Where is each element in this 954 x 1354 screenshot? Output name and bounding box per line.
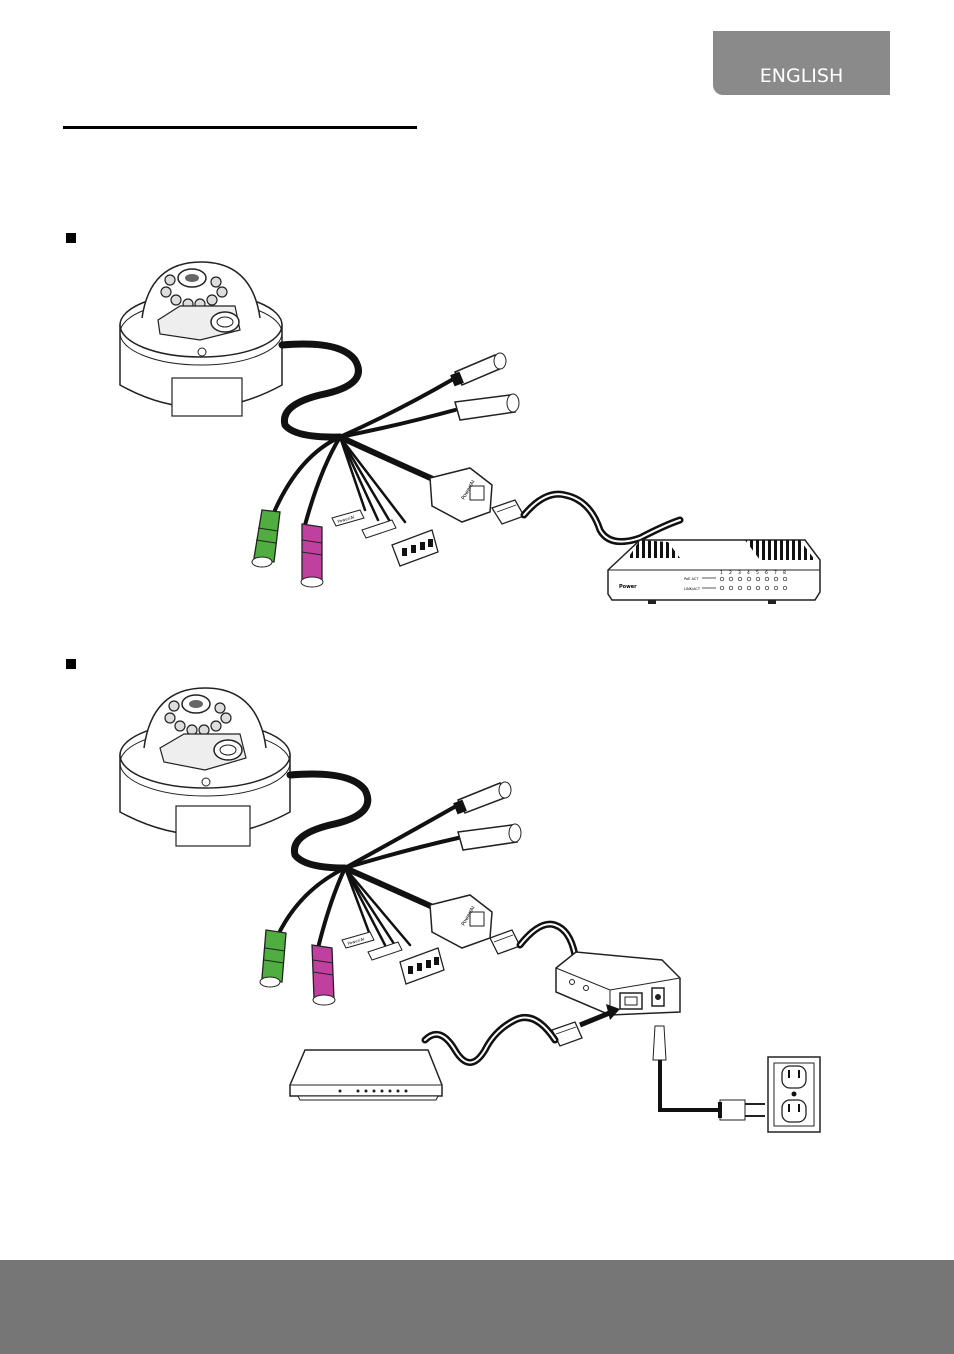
svg-text:8: 8 [783,570,786,576]
audio-in-connector-2 [259,929,287,988]
audio-in-connector-1 [251,509,281,568]
svg-text:PoE ACT: PoE ACT [684,577,699,581]
bnc-video-connector-2 [457,823,522,851]
power-adapter-cable [652,1025,765,1121]
rj45-coupler-1: Power/AI [429,467,493,523]
network-switch [289,1049,443,1101]
network-cable-2a [516,920,579,959]
svg-text:7: 7 [774,570,777,576]
power-plug-connector-1 [450,352,507,387]
wall-outlet [767,1056,821,1133]
svg-text:5: 5 [756,570,759,576]
bnc-video-connector-1 [454,393,520,421]
terminal-block-2: Power/AI [341,931,445,985]
audio-out-connector-2 [311,944,336,1006]
rj45-plug-1 [491,499,525,525]
rj45-plug-2 [489,929,521,955]
injector-arrow [579,1004,620,1028]
cable-harness-1 [273,340,457,527]
svg-text:4: 4 [747,570,750,576]
svg-text:Power: Power [619,584,637,590]
power-plug-connector-2 [453,781,512,815]
poe-injector [555,951,681,1016]
rj45-coupler-2: Power/AI [429,894,493,949]
terminal-block-1: Power/AI [331,509,439,567]
network-cable-2b [421,1014,559,1066]
svg-text:6: 6 [765,570,768,576]
poe-switch: Power PoE ACT LINK/ACT 1 2 3 4 5 6 7 8 [607,539,821,604]
bullet-marker-1 [66,233,76,243]
svg-text:1: 1 [720,570,723,576]
network-cable-1 [520,490,684,546]
cable-harness-2 [276,770,460,952]
section-title-rule [63,126,417,129]
dome-camera-2 [119,687,291,847]
footer-band [0,1260,954,1354]
dome-camera-1 [119,261,283,417]
audio-out-connector-1 [300,523,324,588]
svg-text:3: 3 [738,570,741,576]
svg-text:Power/AI: Power/AI [337,514,355,524]
svg-text:2: 2 [729,570,732,576]
svg-text:LINK/ACT: LINK/ACT [684,587,701,591]
svg-text:Power/AI: Power/AI [347,936,365,946]
bullet-marker-2 [66,659,76,669]
language-tab[interactable]: ENGLISH [713,31,890,95]
